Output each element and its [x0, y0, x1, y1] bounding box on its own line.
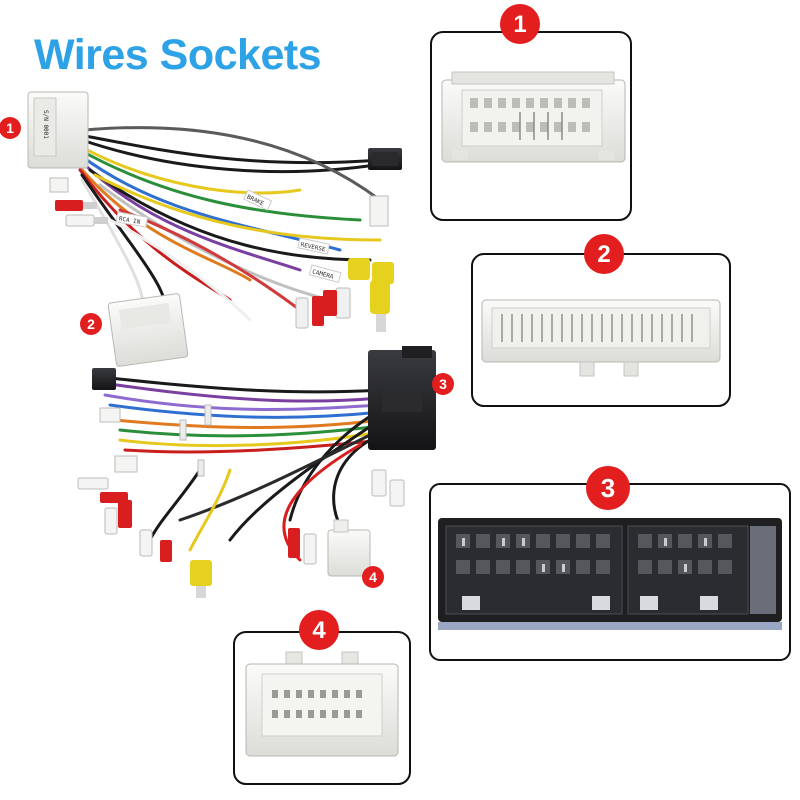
badge-panel-4: 4 — [299, 610, 339, 650]
svg-text:4: 4 — [312, 617, 326, 644]
harness-upper: S/N 0001 BRAKE REVERSE CAMERA RCA IN — [27, 91, 402, 367]
badge-harness-3: 3 — [432, 373, 454, 395]
svg-text:1: 1 — [6, 120, 14, 136]
harness-lower — [77, 346, 436, 598]
svg-text:3: 3 — [601, 473, 615, 503]
connector-4-panel — [233, 631, 411, 785]
badge-panel-1: 1 — [500, 4, 540, 44]
svg-text:2: 2 — [597, 241, 610, 268]
harness-label-rca-in: RCA IN — [118, 215, 141, 226]
connector-3-panel — [429, 483, 791, 661]
badge-harness-4: 4 — [362, 566, 384, 588]
connector-1-panel — [430, 31, 632, 221]
badge-panel-3: 3 — [586, 466, 630, 510]
page-title: Wires Sockets — [34, 31, 322, 79]
badge-panel-2: 2 — [584, 234, 624, 274]
badge-harness-1: 1 — [0, 117, 21, 139]
svg-text:1: 1 — [513, 11, 526, 38]
badge-harness-2: 2 — [80, 313, 102, 335]
svg-text:S/N 0001: S/N 0001 — [42, 110, 49, 139]
svg-text:4: 4 — [369, 569, 377, 585]
svg-text:3: 3 — [439, 376, 447, 392]
connector-2-panel — [471, 253, 731, 407]
svg-text:2: 2 — [87, 316, 95, 332]
